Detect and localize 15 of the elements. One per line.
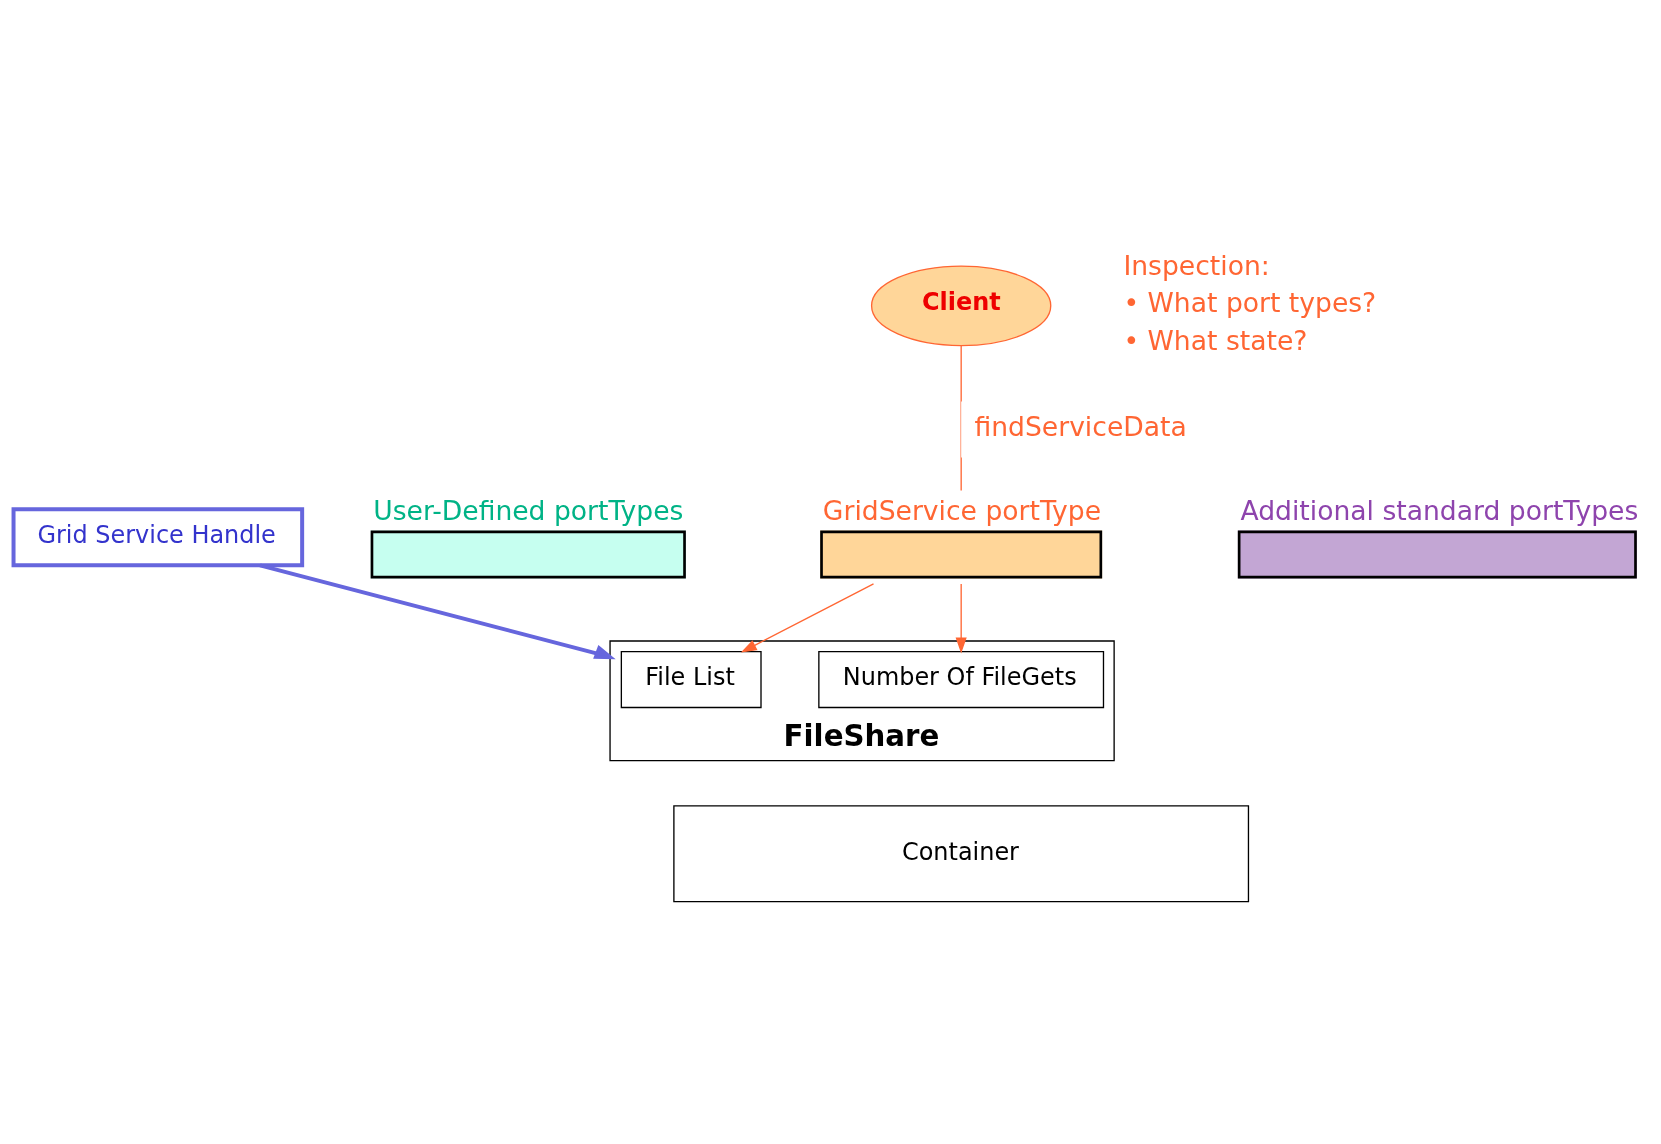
edge-label: findServiceData — [974, 410, 1187, 442]
label: Inspection: — [1123, 249, 1270, 281]
node-ellipse: Client — [870, 264, 1052, 346]
node-box: Grid Service Handle — [11, 506, 305, 567]
label: • What port types? — [1123, 286, 1377, 318]
node-box: Number Of FileGets — [818, 650, 1105, 708]
node-label: User-Defined portTypes — [373, 494, 684, 526]
node-label: GridService portType — [822, 494, 1102, 526]
node-box: File List — [620, 650, 762, 708]
arrow — [740, 582, 875, 653]
arrow — [955, 582, 967, 653]
node-label: Additional standard portTypes — [1240, 494, 1639, 526]
node-box: Container — [673, 804, 1250, 902]
label: • What state? — [1123, 324, 1308, 356]
arrow — [259, 562, 616, 659]
